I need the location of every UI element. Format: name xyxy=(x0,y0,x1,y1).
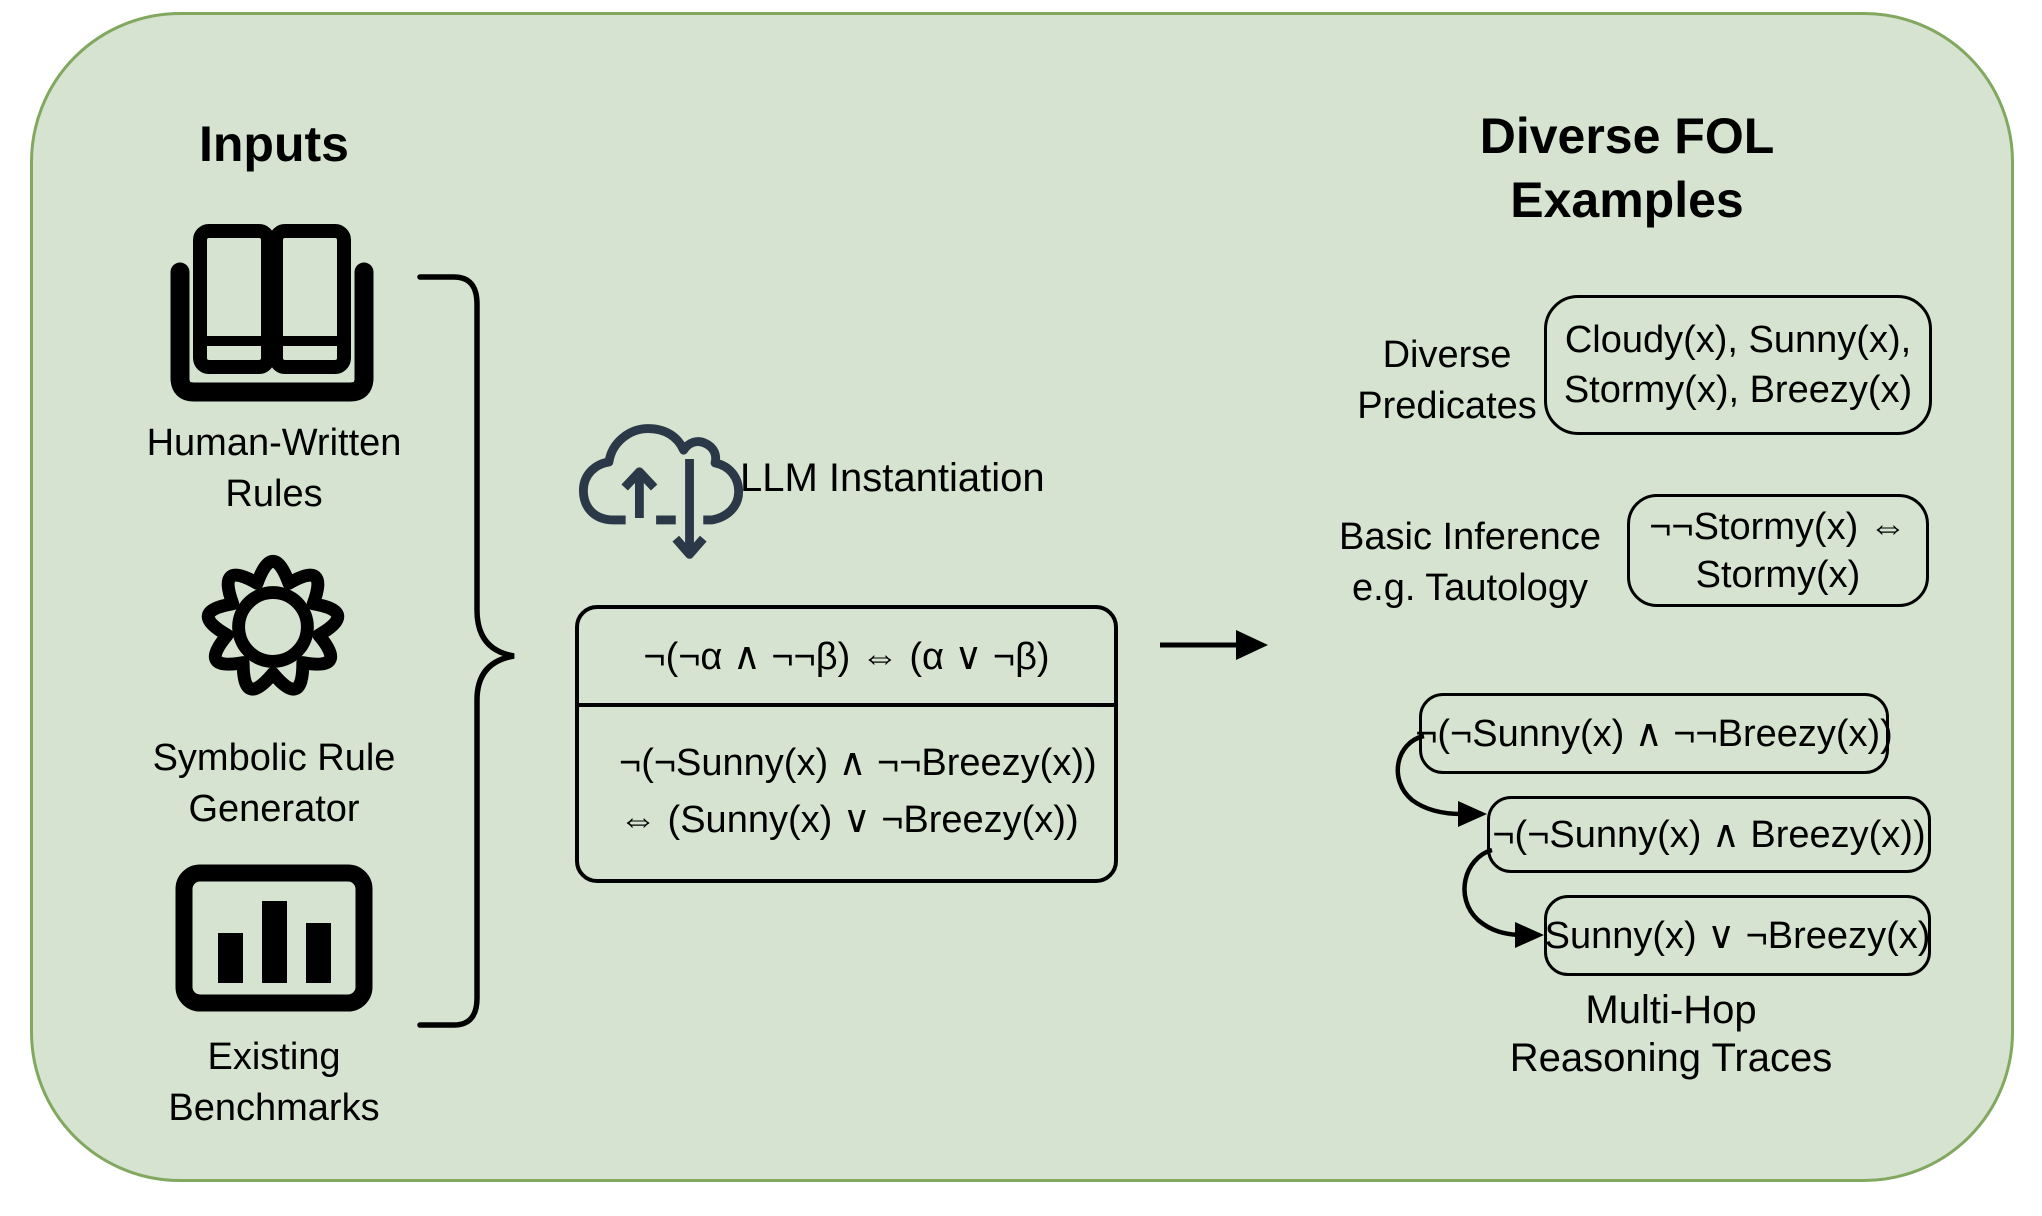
hop-box-1: ¬(¬Sunny(x) ∧ ¬¬Breezy(x)) xyxy=(1415,693,1893,774)
multihop-label: Multi-Hop Reasoning Traces xyxy=(1491,986,1851,1082)
abstract-rule-text: ¬(¬α ∧ ¬¬β) ⇔ (α ∨ ¬β) xyxy=(643,635,1050,678)
inputs-title: Inputs xyxy=(199,116,349,172)
hop-box-3: Sunny(x) ∨ ¬Breezy(x) xyxy=(1544,895,1931,976)
symbolic-rule-label-line2: Generator xyxy=(188,788,360,830)
human-rules-label-line1: Human-Written xyxy=(146,422,402,464)
symbolic-rule-label: Symbolic Rule Generator xyxy=(94,733,454,835)
predicates-box: Cloudy(x), Sunny(x), Stormy(x), Breezy(x… xyxy=(1544,295,1932,435)
instantiated-rule-line2: ⇔ (Sunny(x) ∨ ¬Breezy(x)) xyxy=(619,799,1079,841)
fol-examples-title-line2: Examples xyxy=(1510,172,1744,228)
fol-examples-title-line1: Diverse FOL xyxy=(1479,108,1775,164)
cloud-transfer-icon xyxy=(578,424,744,559)
diverse-predicates-label-line1: Diverse xyxy=(1382,334,1512,376)
multihop-label-line1: Multi-Hop xyxy=(1585,988,1757,1032)
human-rules-label: Human-Written Rules xyxy=(94,418,454,520)
basic-inference-label-line2: e.g. Tautology xyxy=(1352,567,1588,609)
hop-box-3-text: Sunny(x) ∨ ¬Breezy(x) xyxy=(1544,915,1931,957)
multihop-label-line2: Reasoning Traces xyxy=(1509,1036,1833,1080)
hop-box-2-text: ¬(¬Sunny(x) ∧ Breezy(x)) xyxy=(1492,814,1926,856)
hop-box-2: ¬(¬Sunny(x) ∧ Breezy(x)) xyxy=(1487,796,1931,873)
benchmarks-label: Existing Benchmarks xyxy=(94,1032,454,1134)
basic-inference-label-line1: Basic Inference xyxy=(1339,516,1601,558)
abstract-rule-row: ¬(¬α ∧ ¬¬β) ⇔ (α ∨ ¬β) xyxy=(579,609,1114,707)
tautology-box-line1: ¬¬Stormy(x) ⇔ xyxy=(1649,505,1907,548)
gear-icon xyxy=(201,555,345,696)
basic-inference-label: Basic Inference e.g. Tautology xyxy=(1330,512,1610,614)
predicates-box-line1: Cloudy(x), Sunny(x), xyxy=(1564,319,1912,361)
human-rules-label-line2: Rules xyxy=(225,473,323,515)
rule-box: ¬(¬α ∧ ¬¬β) ⇔ (α ∨ ¬β) ¬(¬Sunny(x) ∧ ¬¬B… xyxy=(575,605,1118,883)
symbolic-rule-label-line1: Symbolic Rule xyxy=(152,737,396,779)
fol-examples-title: Diverse FOL Examples xyxy=(1427,104,1827,232)
tautology-box-line2: Stormy(x) xyxy=(1695,553,1861,596)
hop-box-1-text: ¬(¬Sunny(x) ∧ ¬¬Breezy(x)) xyxy=(1415,713,1893,755)
diverse-predicates-label-line2: Predicates xyxy=(1357,385,1537,427)
instantiated-rule-row: ¬(¬Sunny(x) ∧ ¬¬Breezy(x)) ⇔ (Sunny(x) ∨… xyxy=(619,735,1097,849)
diverse-predicates-label: Diverse Predicates xyxy=(1342,330,1552,432)
bar-chart-icon xyxy=(175,864,373,1012)
instantiated-rule-line1: ¬(¬Sunny(x) ∧ ¬¬Breezy(x)) xyxy=(619,742,1097,784)
predicates-box-line2: Stormy(x), Breezy(x) xyxy=(1563,369,1913,411)
benchmarks-label-line1: Existing xyxy=(207,1036,341,1078)
tautology-box: ¬¬Stormy(x) ⇔ Stormy(x) xyxy=(1627,494,1929,607)
benchmarks-label-line2: Benchmarks xyxy=(168,1087,380,1129)
llm-instantiation-label: LLM Instantiation xyxy=(740,456,1045,500)
open-book-icon xyxy=(170,224,374,402)
